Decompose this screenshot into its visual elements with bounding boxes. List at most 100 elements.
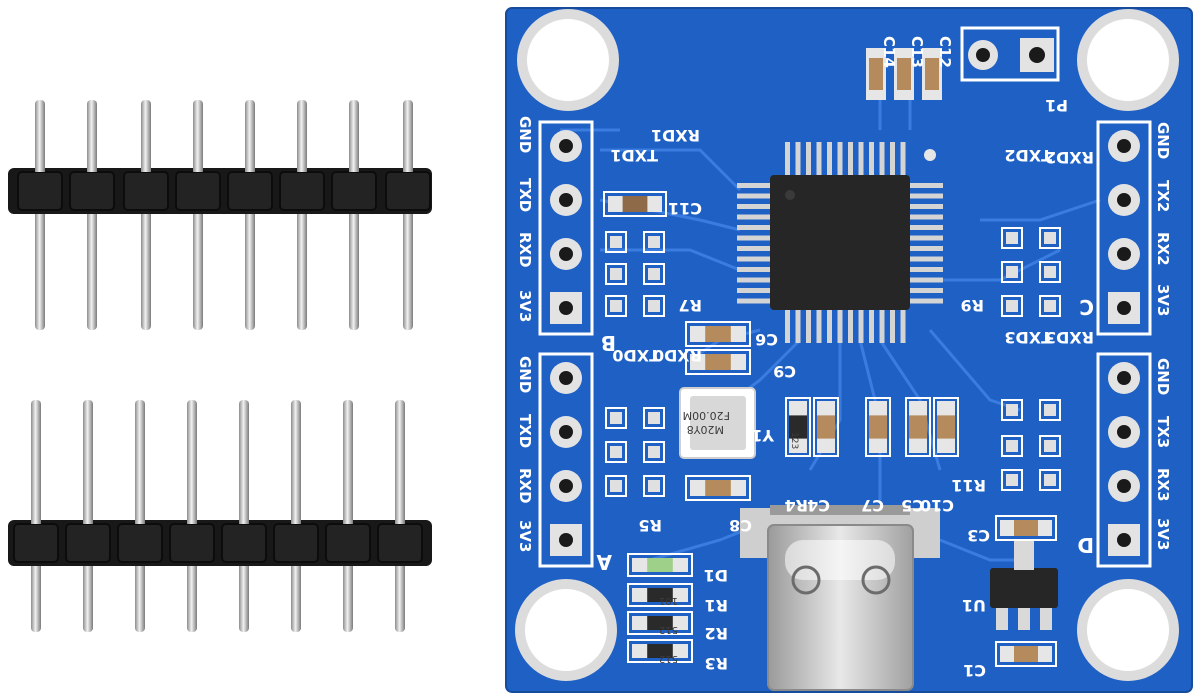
pin-header-top (8, 100, 432, 330)
port-d-pin-3: RX3 (1154, 468, 1172, 502)
mcu-lead (869, 310, 874, 343)
header-segment (69, 171, 115, 211)
test-pad (1006, 300, 1018, 312)
smd-pads (605, 227, 1061, 497)
smd-components (603, 191, 1057, 667)
label-r9: R9 (961, 296, 984, 315)
header-pin-stub (349, 164, 359, 172)
label-c13: C13 (908, 36, 926, 68)
pad-frame (1039, 295, 1061, 317)
mcu-lead (910, 277, 943, 283)
header-pin-stub (31, 516, 41, 524)
mcu-lead (827, 142, 832, 175)
label-c14: C14 (880, 36, 898, 68)
port-letter-b: B (601, 331, 616, 355)
label-rxd2: RXD2 (1045, 148, 1094, 167)
fiducial-mark (924, 149, 936, 161)
port-b-pin-1: GND (516, 116, 534, 153)
label-c6: C6 (755, 330, 778, 349)
component-outline (995, 641, 1057, 667)
header-pin (403, 100, 413, 330)
mcu-lead (910, 256, 943, 262)
mcu-lead (737, 204, 770, 209)
pad-hole (1117, 193, 1131, 207)
header-segment (227, 171, 273, 211)
port-c-pin-3: RX2 (1154, 232, 1172, 266)
pad-hole (559, 193, 573, 207)
header-segment (385, 171, 431, 211)
component-outline (813, 397, 839, 457)
mcu-lead (869, 142, 874, 175)
pad-hole (559, 371, 573, 385)
pad-frame (1039, 227, 1061, 249)
resistor-marking-r1: 101 (659, 595, 678, 606)
component-body (1014, 520, 1038, 536)
port-d-pin-4: 3V3 (1154, 518, 1172, 550)
test-pad (610, 268, 622, 280)
mcu-lead (910, 298, 943, 304)
port-letter-d: D (1077, 533, 1094, 557)
pad-hole (559, 139, 573, 153)
test-pad (1044, 474, 1056, 486)
mcu-lead (737, 235, 770, 241)
mcu-lead (827, 310, 832, 343)
pad-frame (1039, 469, 1061, 491)
header-segment (169, 523, 215, 563)
mcu-lead (737, 288, 770, 293)
header-pin-stub (83, 516, 93, 524)
mcu-lead (890, 142, 895, 175)
component-body (937, 415, 955, 439)
header-segment (117, 523, 163, 563)
header-pin-stub (297, 164, 307, 172)
resistor-marking-r3: 512 (659, 653, 678, 664)
test-pad (1006, 440, 1018, 452)
crystal-marking: F20.00M (683, 409, 730, 422)
port-b-pin-2: TXD (516, 178, 534, 212)
component-body (647, 644, 673, 658)
pad-frame (1039, 261, 1061, 283)
component-outline (995, 515, 1057, 541)
mcu-lead (910, 193, 943, 199)
mcu-lead (910, 235, 943, 241)
header-segment (65, 523, 111, 563)
header-pin-stub (403, 164, 413, 172)
label-c9: C9 (773, 362, 796, 381)
pad-hole (559, 533, 573, 547)
pad-frame (643, 295, 665, 317)
header-pin-stub (343, 516, 353, 524)
label-txd0: TXD0 (612, 346, 660, 365)
label-txd1: TXD1 (610, 146, 658, 165)
pad-frame (1001, 295, 1023, 317)
label-r2: R2 (705, 624, 728, 643)
header-pin (297, 100, 307, 330)
pad-frame (605, 441, 627, 463)
component-outline (933, 397, 959, 457)
component-outline (685, 349, 751, 375)
label-c11: C11 (668, 199, 702, 218)
pad-hole (559, 247, 573, 261)
test-pad (1044, 300, 1056, 312)
pad-hole (1117, 533, 1131, 547)
mcu-lead (737, 267, 770, 272)
test-pad (1044, 232, 1056, 244)
test-pad (610, 480, 622, 492)
header-pin (349, 100, 359, 330)
pad-frame (605, 407, 627, 429)
header-pin (193, 100, 203, 330)
component-body (622, 196, 648, 212)
label-r3: R3 (705, 654, 728, 673)
mcu-lead (737, 183, 770, 188)
header-pin-stub (187, 516, 197, 524)
mcu-chip (737, 142, 943, 343)
test-pad (648, 268, 660, 280)
header-segment (17, 171, 63, 211)
component-body (817, 415, 835, 439)
test-pad (1006, 404, 1018, 416)
header-pin-stub (245, 164, 255, 172)
mcu-lead (900, 310, 906, 343)
label-c7: C7 (861, 496, 884, 515)
pad-hole (1117, 425, 1131, 439)
port-outline (1096, 352, 1152, 568)
test-pad (1006, 266, 1018, 278)
